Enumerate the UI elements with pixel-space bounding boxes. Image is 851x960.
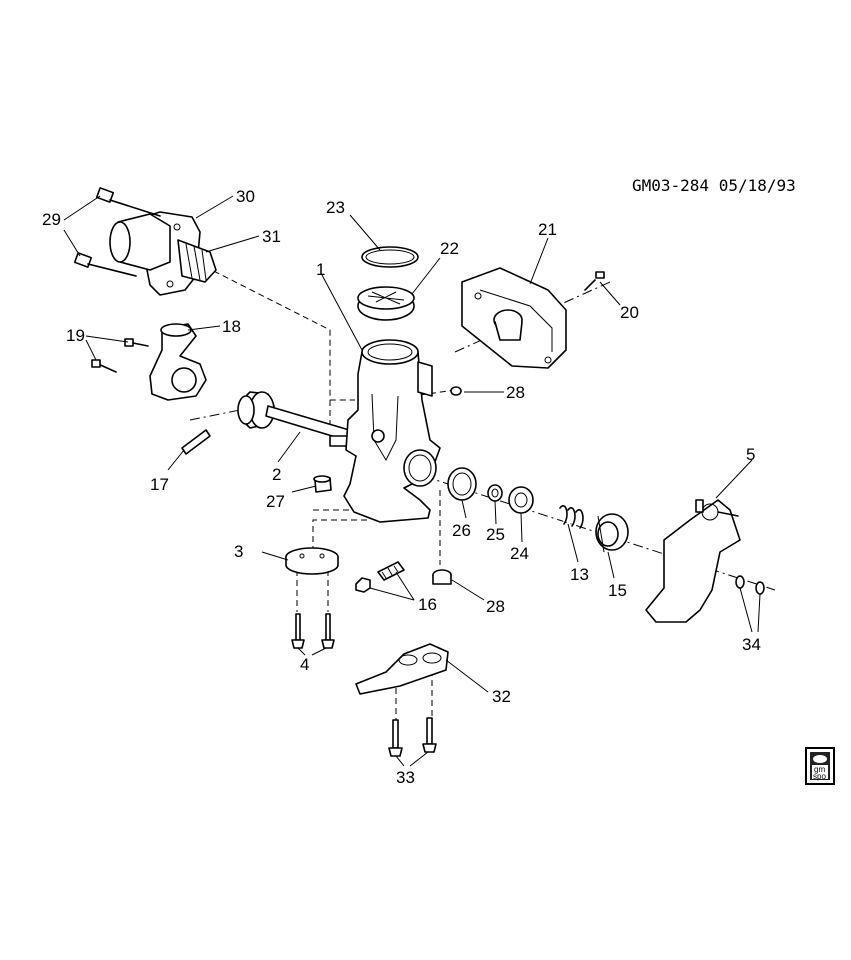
leader-lines	[63, 195, 761, 767]
sensor-module	[461, 267, 567, 369]
callout-22: 22	[440, 239, 459, 258]
washer-25	[487, 484, 503, 502]
callout-1: 1	[316, 260, 325, 279]
throttle-lever	[645, 499, 741, 623]
callout-25: 25	[486, 525, 505, 544]
gm-spo-logo: gm spo	[805, 747, 835, 785]
screw-29-lower	[73, 252, 137, 277]
throttle-body	[343, 339, 441, 523]
callout-4: 4	[300, 655, 309, 674]
callout-34: 34	[742, 635, 761, 654]
cover-plate-3	[285, 547, 339, 575]
screws-4	[291, 613, 335, 649]
nut-washer-34	[735, 575, 765, 595]
screw-29-upper	[95, 187, 161, 217]
callout-21: 21	[538, 220, 557, 239]
callout-23: 23	[326, 198, 345, 217]
callout-32: 32	[492, 687, 511, 706]
callout-24: 24	[510, 544, 529, 563]
callout-28-upper: 28	[506, 383, 525, 402]
callout-5: 5	[746, 445, 755, 464]
screw-20	[584, 271, 605, 291]
callout-26: 26	[452, 521, 471, 540]
callout-19: 19	[66, 326, 85, 345]
seal-24	[508, 486, 534, 514]
callout-labels: 1 2 3 4 5 13 15 16 17 18 19 20 21 22 23 …	[42, 187, 761, 787]
drawing-id: GM03-284 05/18/93	[632, 176, 796, 195]
logo-text-gm: gm	[814, 765, 825, 774]
callout-15: 15	[608, 581, 627, 600]
screws-19	[91, 338, 149, 373]
callout-27: 27	[266, 492, 285, 511]
gasket-26	[447, 467, 477, 501]
callout-13: 13	[570, 565, 589, 584]
screws-33	[388, 717, 437, 757]
retaining-ring	[361, 246, 419, 268]
callout-17: 17	[150, 475, 169, 494]
callout-18: 18	[222, 317, 241, 336]
idle-air-control-valve	[109, 211, 217, 296]
callout-29: 29	[42, 210, 61, 229]
callout-20: 20	[620, 303, 639, 322]
throttle-position-sensor	[149, 323, 207, 401]
callout-3: 3	[234, 542, 243, 561]
pin-17	[181, 429, 211, 455]
throttle-shaft	[237, 391, 366, 447]
callout-33: 33	[396, 768, 415, 787]
plug-27	[313, 475, 332, 493]
idle-screw-16	[355, 561, 405, 593]
spring-13	[559, 505, 584, 529]
filter-screen	[357, 286, 415, 321]
logo-text-spo: spo	[813, 772, 826, 781]
callout-2: 2	[272, 465, 281, 484]
plug-28-lower	[432, 569, 452, 585]
callout-30: 30	[236, 187, 255, 206]
callout-28-lower: 28	[486, 597, 505, 616]
bushing-15	[595, 513, 629, 553]
callout-16: 16	[418, 595, 437, 614]
bracket-32	[355, 643, 449, 695]
callout-31: 31	[262, 227, 281, 246]
plug-28-upper	[450, 386, 462, 396]
